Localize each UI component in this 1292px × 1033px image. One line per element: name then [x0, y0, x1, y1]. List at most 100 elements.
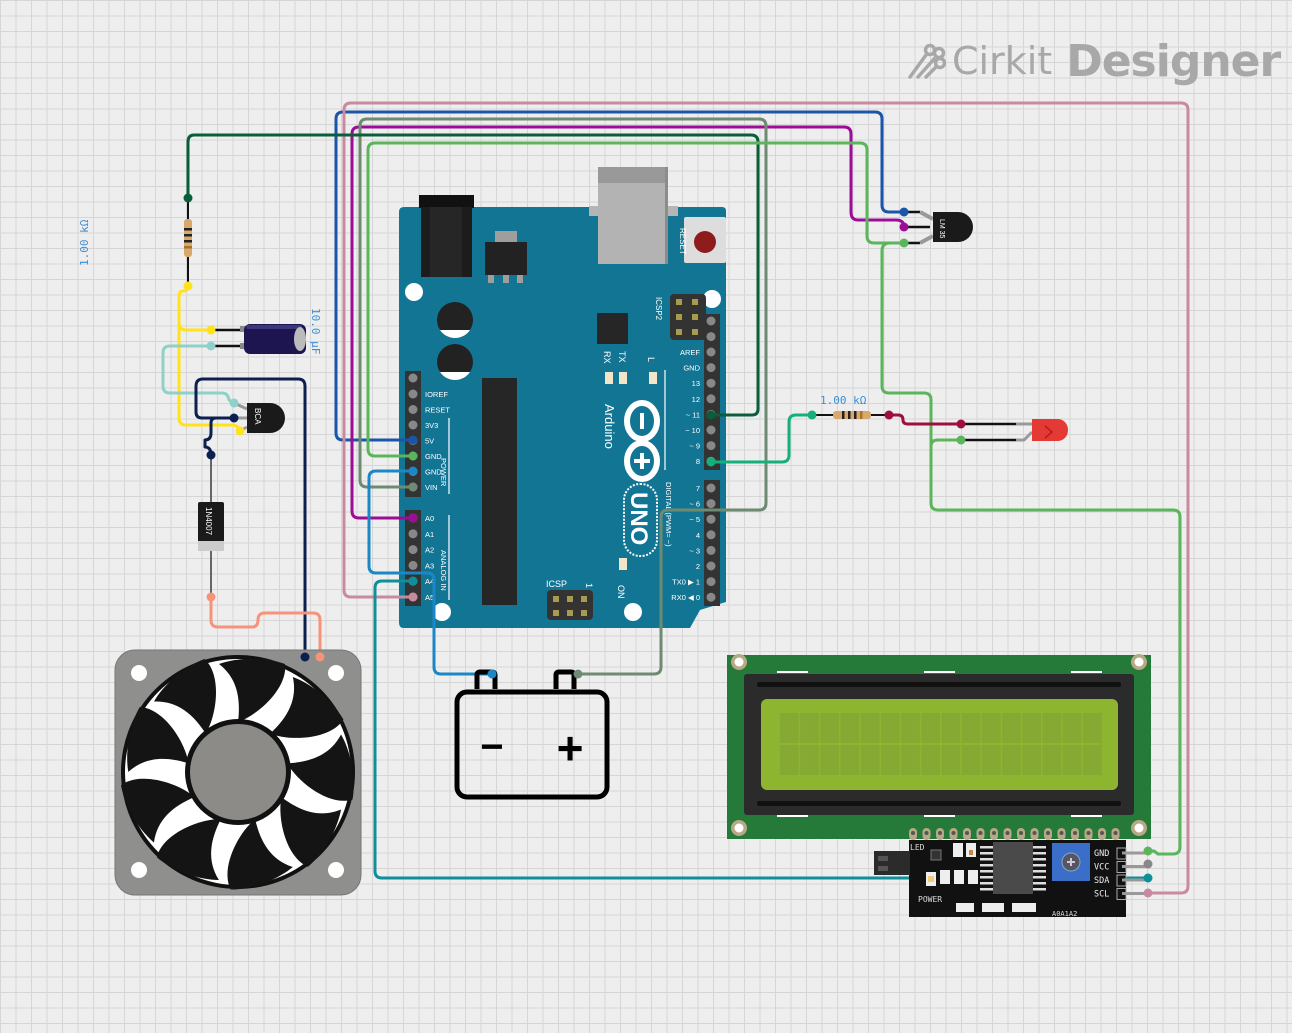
wire-endpoint[interactable] — [1143, 873, 1153, 883]
pin-label: A4 — [425, 577, 434, 586]
wire-endpoint[interactable] — [706, 410, 716, 420]
header-pin-d3[interactable] — [706, 394, 716, 404]
wire-gnd-led-cathode[interactable] — [929, 438, 963, 448]
capacitor[interactable] — [211, 324, 306, 354]
wire-endpoint[interactable] — [300, 652, 310, 662]
board-capacitors — [437, 302, 473, 381]
header-pin-reset[interactable] — [408, 405, 418, 414]
red-led[interactable] — [961, 419, 1068, 442]
wire-endpoint[interactable] — [235, 426, 245, 436]
wire-diode-fan[interactable] — [209, 595, 322, 659]
header-pin-d0[interactable] — [706, 347, 716, 357]
wire-resistor2-led[interactable] — [887, 413, 963, 426]
resistor-2-value: 1.00 kΩ — [820, 394, 867, 407]
header-pin[interactable] — [706, 316, 716, 326]
wire-endpoint[interactable] — [899, 207, 909, 217]
wire-a5-scl[interactable] — [342, 101, 1190, 895]
header-pin-d3[interactable] — [706, 545, 716, 555]
wire-endpoint[interactable] — [408, 466, 418, 476]
wire-endpoint[interactable] — [1143, 888, 1153, 898]
lcd-char-cell — [1042, 713, 1062, 743]
wire-endpoint[interactable] — [487, 669, 497, 679]
wire-endpoint[interactable] — [884, 410, 894, 420]
reset-button[interactable] — [684, 217, 726, 263]
wire-gnd-lm35-led[interactable] — [880, 241, 1182, 856]
resistor-2[interactable] — [812, 411, 889, 419]
wire-d8-resistor2[interactable] — [709, 413, 814, 464]
wire-endpoint[interactable] — [183, 193, 193, 203]
fan-blade — [156, 818, 221, 880]
header-pin[interactable] — [706, 332, 716, 342]
fan-blade — [287, 734, 354, 801]
arduino-uno[interactable]: RESET ICSP2 RX — [399, 167, 726, 628]
wire-endpoint[interactable] — [408, 435, 418, 445]
header-pin-d2[interactable] — [706, 561, 716, 571]
wire-endpoint[interactable] — [1143, 859, 1153, 869]
header-pin-d6[interactable] — [706, 499, 716, 509]
digital-header-title: DIGITAL (PWM= ~) — [664, 482, 673, 547]
wire-endpoint[interactable] — [206, 341, 216, 351]
cirkit-designer-logo: Cirkit Designer — [906, 35, 1281, 87]
header-pin-d1[interactable] — [706, 577, 716, 587]
wire-endpoint[interactable] — [899, 238, 909, 248]
wire-vin-battery[interactable] — [358, 117, 768, 676]
wire-endpoint[interactable] — [408, 482, 418, 492]
wire-resistor-transistor[interactable] — [177, 284, 242, 433]
wire-capacitor-transistor[interactable] — [161, 344, 236, 405]
icsp-header — [547, 590, 593, 620]
header-pin-d4[interactable] — [706, 530, 716, 540]
wire-endpoint[interactable] — [206, 450, 216, 460]
resistor-1[interactable] — [184, 198, 192, 286]
lm35-label: LM 35 — [938, 219, 945, 239]
wire-a4-sda[interactable] — [373, 579, 1150, 880]
header-pin-d2[interactable] — [706, 378, 716, 388]
wire-endpoint[interactable] — [206, 592, 216, 602]
header-pin-a1[interactable] — [408, 529, 418, 539]
header-pin-d7[interactable] — [706, 483, 716, 493]
wire-endpoint[interactable] — [706, 457, 716, 467]
header-pin-d6[interactable] — [706, 441, 716, 451]
header-pin-a2[interactable] — [408, 545, 418, 555]
wire-endpoint[interactable] — [899, 222, 909, 232]
wire-endpoint[interactable] — [408, 576, 418, 586]
header-pin[interactable] — [408, 373, 418, 383]
wire-endpoint[interactable] — [807, 410, 817, 420]
wire-endpoint[interactable] — [408, 513, 418, 523]
wire-resistor-capacitor[interactable] — [177, 320, 213, 332]
wire-endpoint[interactable] — [1143, 846, 1153, 856]
diode-1n4007[interactable]: 1N4007 — [198, 455, 224, 597]
header-pin-a3[interactable] — [408, 560, 418, 570]
wire-endpoint[interactable] — [315, 652, 325, 662]
battery[interactable]: − + — [454, 669, 610, 800]
header-pin-d1[interactable] — [706, 363, 716, 373]
wire-endpoint[interactable] — [229, 413, 239, 423]
header-pin-d5[interactable] — [706, 425, 716, 435]
wire-d11-resistor[interactable] — [186, 133, 760, 417]
header-pin-d5[interactable] — [706, 514, 716, 524]
wire-gnd-network[interactable] — [366, 141, 906, 458]
wire-endpoint[interactable] — [408, 451, 418, 461]
wire-transistor-diode[interactable] — [203, 416, 236, 457]
wire-endpoint[interactable] — [206, 325, 216, 335]
wire-endpoint[interactable] — [956, 419, 966, 429]
dc-fan[interactable] — [114, 649, 362, 896]
header-pin-d0[interactable] — [706, 592, 716, 602]
lcd-16x2[interactable] — [727, 654, 1151, 840]
wire-endpoint[interactable] — [183, 281, 193, 291]
wire-endpoint[interactable] — [573, 669, 583, 679]
wire-5v-lm35[interactable] — [334, 110, 906, 442]
wire-a0-lm35[interactable] — [350, 125, 906, 520]
wire-endpoint[interactable] — [408, 592, 418, 602]
header-pin-ioref[interactable] — [408, 389, 418, 399]
logo-text-bold: Designer — [1066, 35, 1281, 87]
uno-badge: UNO — [623, 483, 658, 557]
wire-transistor-fan[interactable] — [194, 377, 307, 659]
temp-sensor-lm35[interactable]: LM 35 — [904, 210, 973, 245]
board-leds — [605, 372, 657, 570]
diode-label: 1N4007 — [204, 507, 213, 536]
wire-gnd-battery[interactable] — [367, 469, 494, 676]
wire-endpoint[interactable] — [956, 435, 966, 445]
header-pin-3v3[interactable] — [408, 420, 418, 430]
wire-endpoint[interactable] — [229, 398, 239, 408]
